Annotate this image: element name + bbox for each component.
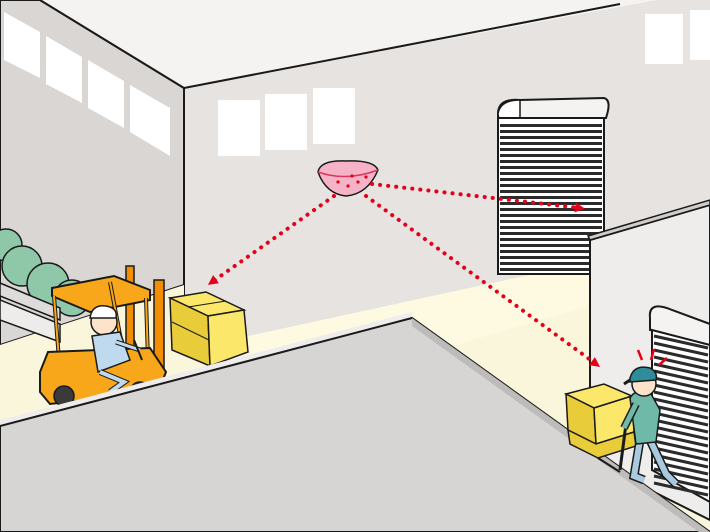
beam-to-worker	[364, 194, 601, 367]
shutter-slat	[500, 244, 602, 247]
shutter-slat	[653, 404, 709, 420]
shutter-slat	[500, 166, 602, 169]
cargo-box	[167, 291, 249, 368]
shutter-slat	[653, 474, 709, 490]
shutter-slat	[653, 425, 709, 441]
detection-beams	[207, 182, 601, 367]
shutter-slat	[500, 160, 602, 163]
shutter-slat	[653, 418, 709, 434]
shutter-slat	[500, 208, 602, 211]
conveyor-rail	[0, 282, 61, 344]
beam-to-forklift	[207, 194, 336, 285]
roller-shutter-back	[497, 96, 610, 275]
left-wall-windows	[4, 12, 170, 156]
shutter-slat	[500, 148, 602, 151]
shutter-slat	[500, 238, 602, 241]
shutter-slat	[653, 432, 709, 448]
ceiling	[40, 0, 710, 88]
shutter-slat	[500, 262, 602, 265]
shutter-slat	[653, 369, 709, 385]
shutter-slat	[500, 220, 602, 223]
shutter-slat	[653, 390, 709, 406]
beam-to-shutter	[370, 182, 585, 213]
shutter-slat	[500, 178, 602, 181]
shutter-slat	[653, 376, 709, 392]
shutter-slat	[500, 232, 602, 235]
shutter-slat	[653, 334, 709, 350]
shutter-slat	[500, 202, 602, 205]
worker-icon	[563, 348, 680, 488]
shutter-stripes	[500, 124, 602, 271]
shutter-slat	[500, 136, 602, 139]
ceiling-sensor-icon	[317, 160, 379, 197]
shutter-slat	[500, 268, 602, 271]
shutter-slat	[653, 397, 709, 413]
shutter-slat	[653, 348, 709, 364]
shutter-slat	[653, 481, 709, 497]
shutter-slat	[500, 154, 602, 157]
shutter-slat	[500, 130, 602, 133]
alert-marks-icon	[636, 348, 668, 366]
shutter-slat	[500, 142, 602, 145]
shutter-slat	[500, 196, 602, 199]
shutter-slat	[653, 383, 709, 399]
shutter-slat	[653, 341, 709, 357]
shutter-slat	[653, 453, 709, 469]
back-wall-windows	[218, 10, 710, 156]
shutter-slat	[653, 355, 709, 371]
shutter-slat	[653, 439, 709, 455]
shutter-slat	[653, 411, 709, 427]
shutter-slat	[653, 446, 709, 462]
shutter-slat	[653, 362, 709, 378]
forklift-icon	[39, 265, 249, 407]
shutter-slat	[500, 124, 602, 127]
shutter-slat	[500, 250, 602, 253]
shutter-slat	[500, 226, 602, 229]
shutter-slat	[500, 214, 602, 217]
driver	[89, 305, 141, 395]
shutter-slat	[500, 172, 602, 175]
shutter-slat	[500, 190, 602, 193]
shutter-slat	[500, 256, 602, 259]
shutter-slat	[500, 184, 602, 187]
